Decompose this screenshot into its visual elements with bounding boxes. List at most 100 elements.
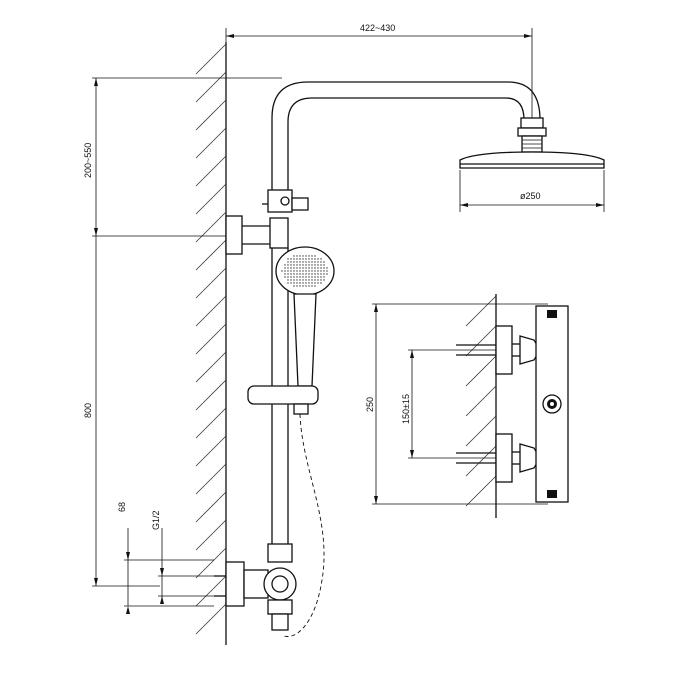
nozzle-dot <box>326 270 328 272</box>
nozzle-dot <box>320 258 322 260</box>
nozzle-dot <box>302 270 304 272</box>
hatch-line <box>195 407 227 439</box>
nozzle-dot <box>299 276 301 278</box>
nozzle-dot <box>293 258 295 260</box>
main-wall-hatching <box>195 43 227 635</box>
overhead-shower <box>459 151 605 169</box>
inlet-spacing-dimension: 150±15 <box>401 349 500 459</box>
nozzle-dot <box>311 264 313 266</box>
nozzle-dot <box>299 258 301 260</box>
hatch-line <box>195 183 227 215</box>
nozzle-dot <box>299 279 301 281</box>
nozzle-dot <box>311 270 313 272</box>
nozzle-dot <box>317 282 319 284</box>
nozzle-dot <box>317 273 319 275</box>
nozzle-dot <box>290 273 292 275</box>
nozzle-dot <box>287 276 289 278</box>
nozzle-dot <box>299 273 301 275</box>
nozzle-dot <box>284 267 286 269</box>
nozzle-dot <box>320 273 322 275</box>
nozzle-dot <box>293 282 295 284</box>
nozzle-dot <box>314 282 316 284</box>
nozzle-dot <box>287 270 289 272</box>
nozzle-dot <box>314 258 316 260</box>
column-height-label: 800 <box>83 403 93 418</box>
nozzle-dot <box>287 273 289 275</box>
nozzle-dot <box>314 279 316 281</box>
nozzle-dot <box>311 255 313 257</box>
nozzle-dot <box>314 273 316 275</box>
nozzle-dot <box>305 270 307 272</box>
nozzle-dot <box>293 255 295 257</box>
nozzle-dot <box>317 264 319 266</box>
hatch-line <box>195 547 227 579</box>
nozzle-dot <box>326 267 328 269</box>
hatch-line <box>195 323 227 355</box>
nozzle-dot <box>293 267 295 269</box>
nozzle-dot <box>302 264 304 266</box>
hatch-line <box>465 325 497 357</box>
nozzle-dot <box>293 264 295 266</box>
nozzle-dot <box>311 261 313 263</box>
nozzle-dot <box>308 258 310 260</box>
hatch-line <box>195 491 227 523</box>
mixer-body-side-view <box>456 305 569 503</box>
main-wall <box>195 42 227 645</box>
head-diameter-label: ø250 <box>520 191 541 201</box>
nozzle-dot <box>320 267 322 269</box>
nozzle-dot <box>299 285 301 287</box>
nozzle-dot <box>293 261 295 263</box>
nozzle-dot <box>311 276 313 278</box>
hatch-line <box>465 385 497 417</box>
nozzle-dot <box>305 267 307 269</box>
nozzle-dot <box>314 264 316 266</box>
nozzle-dot <box>299 261 301 263</box>
nozzle-dot <box>296 264 298 266</box>
nozzle-dot <box>296 285 298 287</box>
hatch-line <box>465 355 497 387</box>
nozzle-dot <box>308 285 310 287</box>
nozzle-dot <box>302 282 304 284</box>
hatch-line <box>195 99 227 131</box>
thread-dimension: G1/2 <box>151 510 214 604</box>
nozzle-dot <box>323 270 325 272</box>
nozzle-dot <box>320 279 322 281</box>
nozzle-dot <box>302 285 304 287</box>
nozzle-dot <box>308 261 310 263</box>
nozzle-dot <box>302 261 304 263</box>
diverter-knob <box>262 189 309 213</box>
arm-height-label: 200~550 <box>83 143 93 178</box>
nozzle-dot <box>305 282 307 284</box>
hatch-line <box>195 351 227 383</box>
nozzle-dot <box>311 279 313 281</box>
nozzle-dot <box>323 264 325 266</box>
hatch-line <box>195 43 227 75</box>
nozzle-dot <box>308 279 310 281</box>
arm-reach-dimension: 422~430 <box>225 23 533 125</box>
column-height-dimension: 800 <box>83 235 232 587</box>
nozzle-dot <box>305 276 307 278</box>
nozzle-dot <box>284 273 286 275</box>
nozzle-dot <box>311 273 313 275</box>
hatch-line <box>195 519 227 551</box>
nozzle-dot <box>308 264 310 266</box>
arm-height-dimension: 200~550 <box>83 77 282 236</box>
nozzle-dot <box>323 273 325 275</box>
outlet-size-dimension: 68 <box>117 502 214 614</box>
hatch-line <box>195 603 227 635</box>
nozzle-dot <box>308 255 310 257</box>
hatch-line <box>195 435 227 467</box>
arm-reach-label: 422~430 <box>360 23 395 33</box>
nozzle-dot <box>311 285 313 287</box>
nozzle-dot <box>305 261 307 263</box>
nozzle-dot <box>293 276 295 278</box>
nozzle-dot <box>302 258 304 260</box>
nozzle-dot <box>299 267 301 269</box>
nozzle-dot <box>290 261 292 263</box>
nozzle-dot <box>296 273 298 275</box>
nozzle-dot <box>284 264 286 266</box>
nozzle-dot <box>311 267 313 269</box>
nozzle-dot <box>284 276 286 278</box>
head-diameter-dimension: ø250 <box>459 170 605 212</box>
nozzle-dot <box>302 276 304 278</box>
